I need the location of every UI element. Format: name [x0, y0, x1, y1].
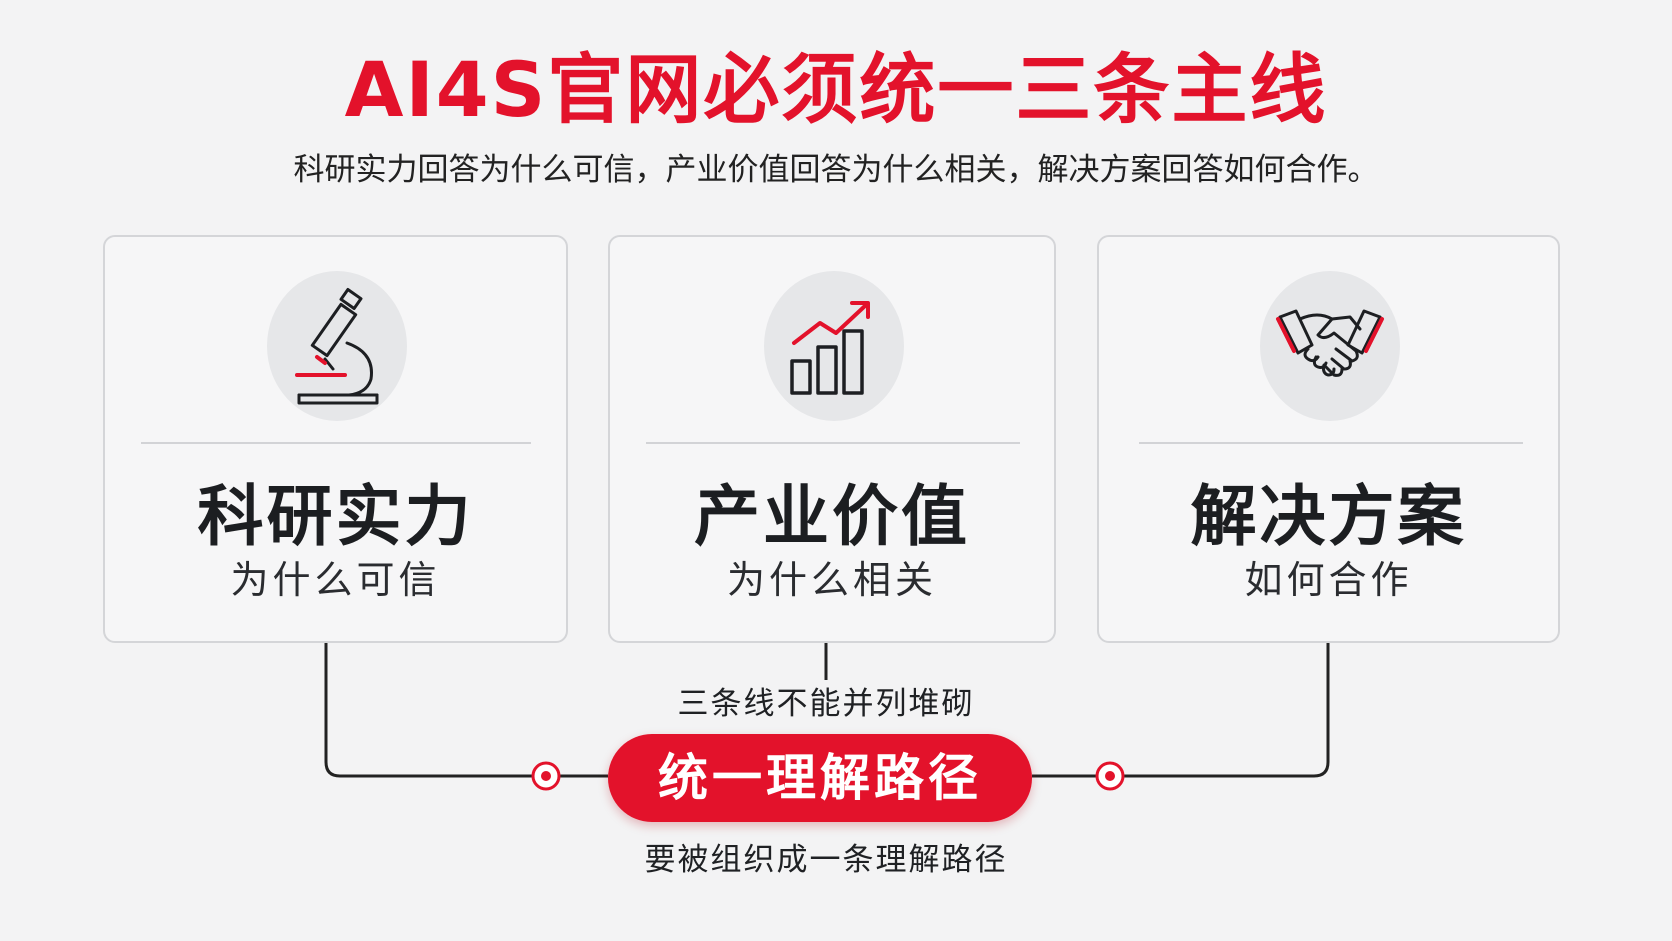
card-industry: 产业价值 为什么相关	[608, 235, 1056, 643]
card-title: 解决方案	[1190, 478, 1467, 555]
microscope-icon	[267, 271, 407, 421]
right-connector-line	[1110, 643, 1330, 778]
card-solution: 解决方案 如何合作	[1097, 235, 1560, 643]
card-subtitle: 如何合作	[1244, 558, 1413, 602]
card-divider	[646, 442, 1020, 444]
connector-note: 三条线不能并列堆砌	[677, 686, 975, 722]
left-node-dot	[531, 761, 561, 791]
page-subtitle: 科研实力回答为什么可信，产业价值回答为什么相关，解决方案回答如何合作。	[293, 152, 1379, 188]
card-title: 产业价值	[694, 478, 970, 555]
page-title: AI4S官网必须统一三条主线	[344, 45, 1328, 134]
card-divider	[141, 442, 531, 444]
unified-path-pill: 统一理解路径	[608, 734, 1032, 822]
handshake-icon	[1260, 271, 1400, 421]
bottom-note: 要被组织成一条理解路径	[644, 842, 1008, 878]
card-subtitle: 为什么相关	[726, 558, 937, 602]
card-subtitle: 为什么可信	[230, 558, 441, 602]
card-research: 科研实力 为什么可信	[103, 235, 568, 643]
growth-chart-icon	[764, 271, 904, 421]
card-title: 科研实力	[197, 478, 474, 555]
left-connector-line	[324, 643, 546, 778]
card-divider	[1139, 442, 1523, 444]
right-node-dot	[1095, 761, 1125, 791]
